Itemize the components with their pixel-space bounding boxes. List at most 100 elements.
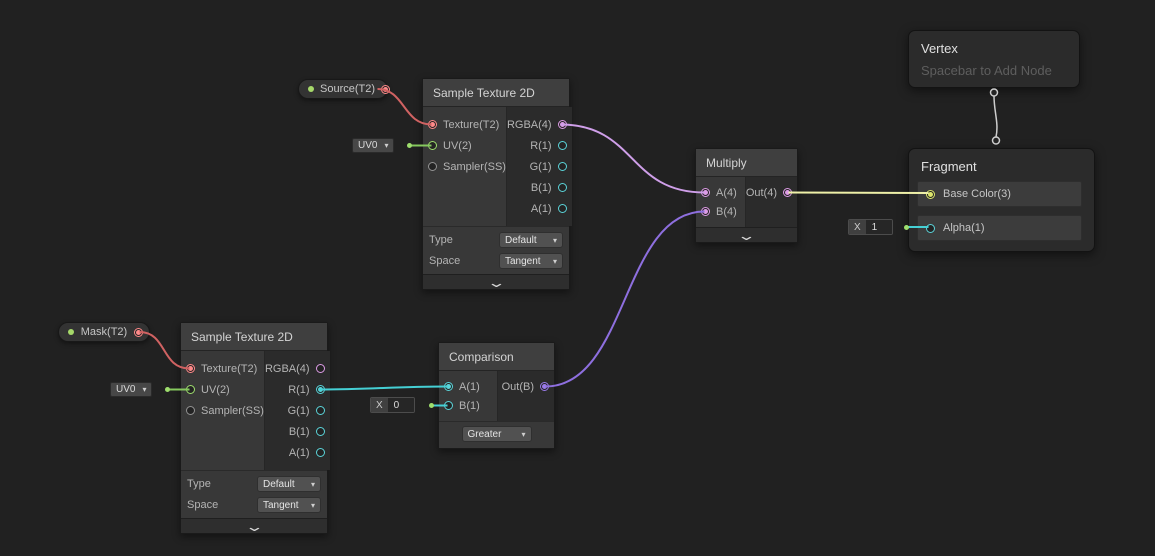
- vertex-stack-port-bottom[interactable]: [991, 136, 1001, 145]
- port-row-a: A(1): [265, 442, 330, 463]
- output-port-r[interactable]: [557, 141, 567, 150]
- dropdown-value: UV0: [116, 384, 136, 395]
- input-port-base-color[interactable]: [926, 189, 935, 199]
- property-pill-label: Source(T2): [320, 83, 376, 95]
- port-label: Texture(T2): [443, 118, 500, 131]
- port-label: G(1): [529, 160, 552, 173]
- collapse-toggle[interactable]: ⌄: [696, 227, 797, 242]
- mask-output-port[interactable]: [134, 327, 143, 337]
- collapse-toggle[interactable]: ⌄: [423, 274, 569, 289]
- port-label: A(1): [530, 202, 552, 215]
- input-port-alpha[interactable]: [926, 223, 935, 233]
- type-dropdown[interactable]: Default ▾: [499, 232, 563, 248]
- collapse-chevron-icon: ⌄: [486, 274, 506, 290]
- alpha-default-field[interactable]: X 1: [848, 219, 893, 235]
- port-row-r: R(1): [507, 135, 572, 156]
- input-port-b[interactable]: [701, 207, 710, 216]
- dropdown-value: Default: [263, 478, 295, 490]
- output-port-r[interactable]: [315, 385, 325, 394]
- port-row-rgba: RGBA(4): [265, 358, 330, 379]
- dropdown-value: Greater: [467, 428, 502, 440]
- wire-r-to-comparison-a[interactable]: [318, 385, 448, 391]
- port-row-b: B(1): [439, 396, 497, 415]
- output-port-b[interactable]: [315, 427, 325, 436]
- input-port-b[interactable]: [444, 401, 453, 410]
- node-vertex-context[interactable]: Vertex Spacebar to Add Node: [908, 30, 1080, 88]
- output-port-rgba[interactable]: [315, 364, 325, 373]
- chevron-down-icon: ▾: [521, 429, 526, 439]
- port-label: R(1): [288, 383, 310, 396]
- space-dropdown[interactable]: Tangent ▾: [499, 253, 563, 269]
- port-label: Out(B): [501, 380, 534, 393]
- source-output-port[interactable]: [381, 84, 391, 94]
- node-sample-texture-2d-bottom[interactable]: Sample Texture 2D Texture(T2) UV(2) Samp…: [180, 322, 330, 534]
- chevron-down-icon: ▾: [384, 141, 389, 150]
- output-port-out[interactable]: [540, 382, 549, 391]
- collapse-toggle[interactable]: ⌄: [181, 518, 327, 533]
- output-port-g[interactable]: [557, 162, 567, 171]
- node-multiply[interactable]: Multiply A(4) B(4) Out(4) ⌄: [695, 148, 798, 243]
- uv-channel-dropdown-top[interactable]: UV0 ▾: [352, 138, 395, 153]
- port-row-texture: Texture(T2): [423, 114, 506, 135]
- port-row-texture: Texture(T2): [181, 358, 264, 379]
- chevron-down-icon: ▾: [142, 385, 147, 394]
- node-comparison[interactable]: Comparison A(1) B(1) Out(B): [438, 342, 555, 449]
- wire-rgba-to-multiply-a[interactable]: [560, 123, 705, 194]
- x-field-value[interactable]: 0: [387, 398, 414, 412]
- node-mask-property[interactable]: Mask(T2): [58, 322, 150, 342]
- x1-connector-dot: [903, 224, 909, 230]
- type-dropdown[interactable]: Default ▾: [257, 476, 321, 492]
- port-row-sampler: Sampler(SS): [423, 156, 506, 177]
- input-port-uv[interactable]: [186, 385, 195, 394]
- exposed-property-dot: [308, 86, 314, 92]
- block-base-color[interactable]: Base Color(3): [917, 181, 1082, 207]
- vertex-stack-port-top[interactable]: [989, 88, 999, 97]
- node-header[interactable]: Sample Texture 2D: [181, 323, 327, 351]
- output-port-rgba[interactable]: [557, 120, 567, 129]
- context-title: Fragment: [921, 159, 977, 174]
- port-label: B(4): [716, 205, 737, 218]
- space-dropdown[interactable]: Tangent ▾: [257, 497, 321, 513]
- prop-row-type: Type Default ▾: [187, 476, 321, 492]
- port-row-b: B(4): [696, 202, 745, 221]
- node-sample-texture-2d-top[interactable]: Sample Texture 2D Texture(T2) UV(2) Samp…: [422, 78, 572, 290]
- port-row-r: R(1): [265, 379, 330, 400]
- node-title: Sample Texture 2D: [191, 329, 293, 344]
- input-port-sampler[interactable]: [428, 162, 437, 171]
- node-source-property[interactable]: Source(T2): [298, 79, 391, 99]
- x-field-value[interactable]: 1: [865, 220, 892, 234]
- comparison-b-default-field[interactable]: X 0: [370, 397, 415, 413]
- output-port-out[interactable]: [783, 188, 792, 197]
- node-header[interactable]: Multiply: [696, 149, 797, 177]
- node-title: Comparison: [449, 349, 514, 364]
- input-port-a[interactable]: [701, 188, 710, 197]
- input-port-a[interactable]: [444, 382, 453, 391]
- block-alpha[interactable]: Alpha(1): [917, 215, 1082, 241]
- port-label: UV(2): [201, 383, 230, 396]
- output-port-a[interactable]: [315, 448, 325, 457]
- input-port-texture[interactable]: [186, 364, 195, 373]
- port-label: B(1): [288, 425, 310, 438]
- block-label: Base Color(3): [943, 188, 1011, 200]
- port-row-out: Out(B): [498, 377, 554, 396]
- output-port-g[interactable]: [315, 406, 325, 415]
- uv-channel-dropdown-bottom[interactable]: UV0 ▾: [110, 382, 153, 397]
- output-port-a[interactable]: [557, 204, 567, 213]
- port-label: Texture(T2): [201, 362, 258, 375]
- node-header[interactable]: Comparison: [439, 343, 554, 371]
- add-node-placeholder[interactable]: Spacebar to Add Node: [921, 63, 1052, 78]
- chevron-down-icon: ▾: [552, 235, 557, 245]
- node-fragment-context[interactable]: Fragment Base Color(3) Alpha(1): [908, 148, 1095, 252]
- input-port-uv[interactable]: [428, 141, 437, 150]
- port-label: Sampler(SS): [201, 404, 264, 417]
- port-row-g: G(1): [507, 156, 572, 177]
- input-port-sampler[interactable]: [186, 406, 195, 415]
- comparison-mode-dropdown[interactable]: Greater ▾: [461, 426, 532, 442]
- input-port-texture[interactable]: [428, 120, 437, 129]
- dropdown-value: Default: [505, 234, 537, 246]
- port-label: G(1): [287, 404, 310, 417]
- chevron-down-icon: ▾: [310, 500, 315, 510]
- node-header[interactable]: Sample Texture 2D: [423, 79, 569, 107]
- output-port-b[interactable]: [557, 183, 567, 192]
